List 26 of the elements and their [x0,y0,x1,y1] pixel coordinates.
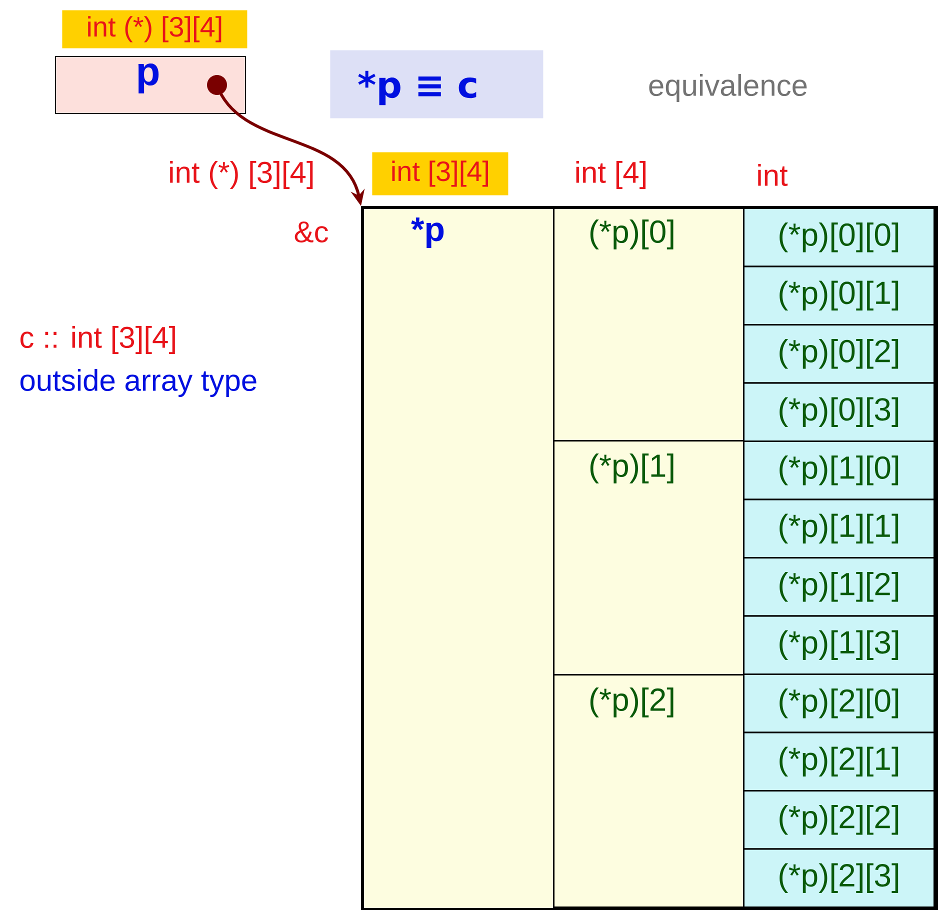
label: c :: int [3][4] [20,326,175,354]
label: int [758,164,788,186]
equivalence-box: *p ≡ c [330,50,544,118]
type-tag: int (*) [3][4] [62,10,248,48]
label: equivalence [649,74,807,102]
element-cell: (*p)[0][0] [743,208,935,268]
element-cell: (*p)[2][2] [743,790,935,850]
element-cell: (*p)[1][1] [743,498,935,558]
element-cell: (*p)[1][2] [743,557,935,617]
label: outside array type [20,369,256,397]
row-box: (*p)[2] [553,674,744,908]
label: int [4] [576,161,646,189]
pointer-box: p [55,56,246,114]
row-box: (*p)[1] [553,440,744,676]
element-cell: (*p)[1][0] [743,440,935,500]
label: &c [294,221,328,243]
element-cell: (*p)[2][3] [743,848,935,908]
element-cell: (*p)[0][2] [743,324,935,384]
element-cell: (*p)[2][0] [743,674,935,734]
element-cell: (*p)[0][1] [743,266,935,326]
row-box: (*p)[0] [553,208,744,442]
element-cell: (*p)[0][3] [743,382,935,442]
element-cell: (*p)[2][1] [743,732,935,792]
element-cell: (*p)[1][3] [743,615,935,675]
type-tag: int [3][4] [372,152,508,196]
label: int (*) [3][4] [170,161,313,189]
